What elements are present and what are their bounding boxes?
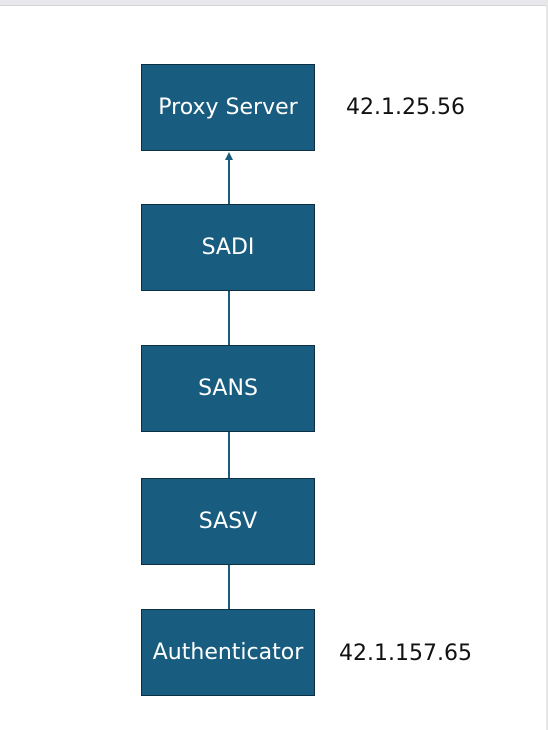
sasv-label: SASV bbox=[198, 509, 258, 534]
sasv-node: SASV bbox=[141, 478, 315, 565]
sadi-node: SADI bbox=[141, 204, 315, 291]
sadi-label: SADI bbox=[201, 235, 255, 260]
proxy-server-node: Proxy Server bbox=[141, 64, 315, 151]
sans-node: SANS bbox=[141, 345, 315, 432]
proxy-server-label: Proxy Server bbox=[158, 95, 298, 120]
sans-label: SANS bbox=[198, 376, 258, 401]
authenticator-ip-address: 42.1.157.65 bbox=[339, 641, 472, 666]
proxy-server-ip-address: 42.1.25.56 bbox=[346, 95, 465, 120]
authenticator-node: Authenticator bbox=[141, 609, 315, 696]
window-top-bar bbox=[0, 0, 548, 6]
window-right-edge bbox=[546, 0, 548, 730]
authenticator-label: Authenticator bbox=[152, 640, 304, 665]
